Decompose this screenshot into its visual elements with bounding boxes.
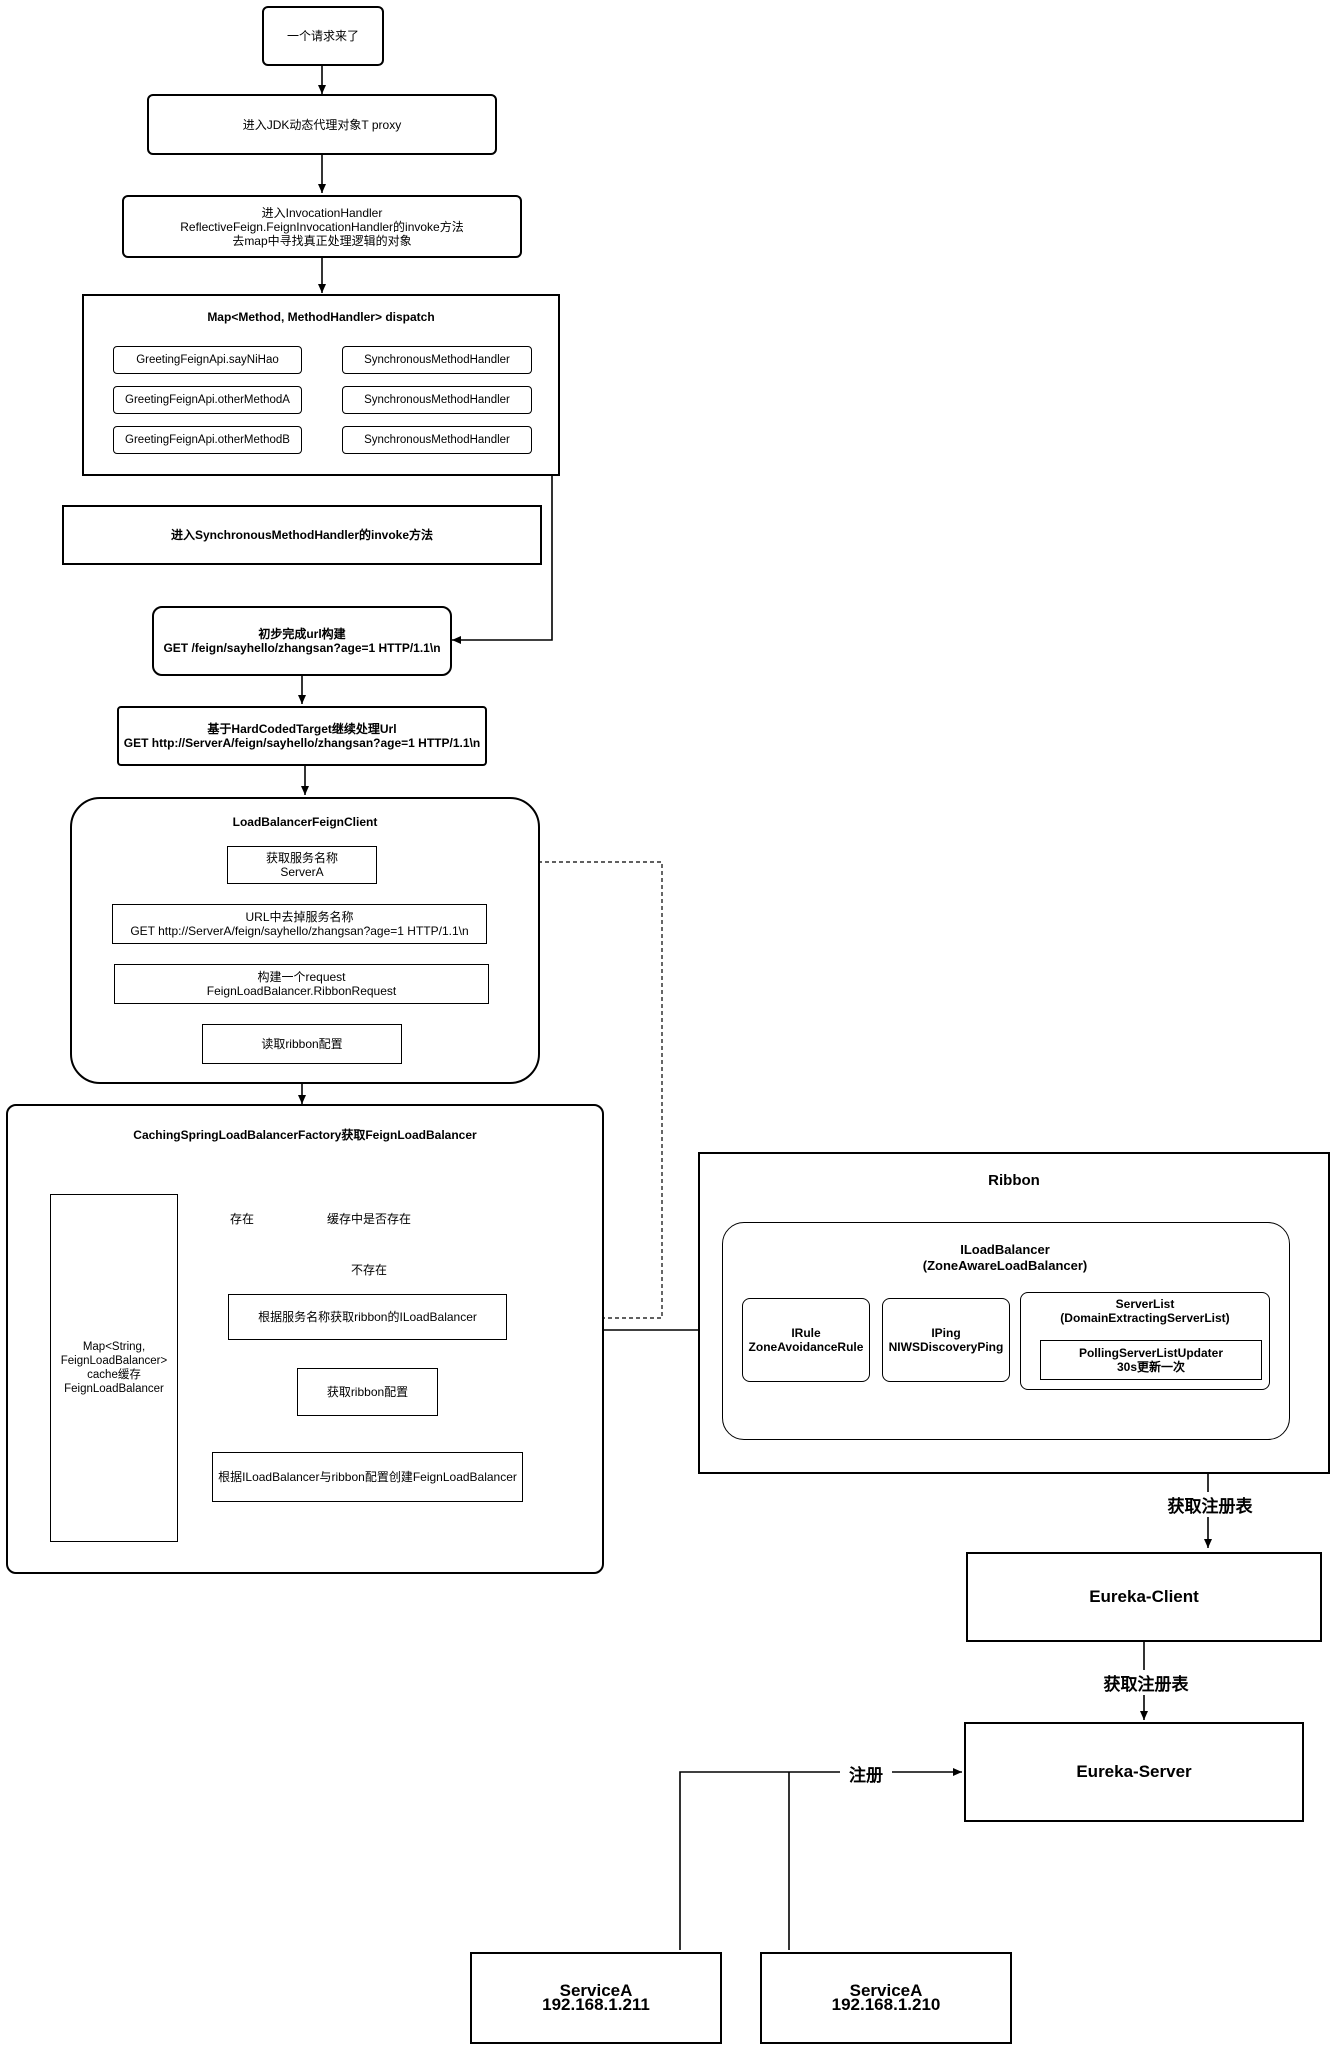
hardcoded-target-text: 基于HardCodedTarget继续处理Url GET http://Serv… (123, 722, 481, 750)
exists-label: 存在 (222, 1210, 262, 1227)
eureka-client-box: Eureka-Client (966, 1552, 1322, 1642)
service-a-box-2: ServiceA 192.168.1.210 (760, 1952, 1012, 2044)
service-a-name-2: ServiceA (849, 1981, 923, 2000)
jdk-proxy-box: 进入JDK动态代理对象T proxy (147, 94, 497, 155)
lb-feign-client-title: LoadBalancerFeignClient (232, 815, 378, 829)
not-exists-label: 不存在 (345, 1261, 393, 1278)
iloadbalancer-title: ILoadBalancer (ZoneAwareLoadBalancer) (922, 1242, 1088, 1273)
dispatch-method-1: GreetingFeignApi.otherMethodA (113, 386, 302, 414)
service-a-ip-1: 192.168.1.211 (542, 1995, 650, 2014)
cache-map-box: Map<String, FeignLoadBalancer> cache缓存 F… (50, 1194, 178, 1542)
dispatch-handler-1: SynchronousMethodHandler (342, 386, 532, 414)
factory-title: CachingSpringLoadBalancerFactory获取FeignL… (133, 1128, 477, 1142)
cache-check-decision: 缓存中是否存在 (326, 1211, 411, 1226)
service-a-box-1: ServiceA 192.168.1.211 (470, 1952, 722, 2044)
get-service-name-box: 获取服务名称 ServerA (227, 846, 377, 884)
jdk-proxy-text: 进入JDK动态代理对象T proxy (242, 117, 402, 132)
strip-service-name-box: URL中去掉服务名称 GET http://ServerA/feign/sayh… (112, 904, 487, 944)
register-label: 注册 (840, 1761, 892, 1786)
request-arrives-text: 一个请求来了 (286, 29, 359, 43)
service-a-name-1: ServiceA (559, 1981, 633, 2000)
url-build-text: 初步完成url构建 GET /feign/sayhello/zhangsan?a… (163, 627, 441, 655)
url-build-box: 初步完成url构建 GET /feign/sayhello/zhangsan?a… (152, 606, 452, 676)
fetch-registry-label-2: 获取注册表 (1096, 1670, 1196, 1695)
dispatch-map-title: Map<Method, MethodHandler> dispatch (207, 310, 435, 324)
dispatch-method-0: GreetingFeignApi.sayNiHao (113, 346, 302, 374)
sync-handler-invoke-box: 进入SynchronousMethodHandler的invoke方法 (62, 505, 542, 565)
dispatch-method-2: GreetingFeignApi.otherMethodB (113, 426, 302, 454)
invocation-handler-box: 进入InvocationHandler ReflectiveFeign.Feig… (122, 195, 522, 258)
invocation-handler-text: 进入InvocationHandler ReflectiveFeign.Feig… (180, 205, 464, 248)
create-flb-box: 根据ILoadBalancer与ribbon配置创建FeignLoadBalan… (212, 1452, 523, 1502)
iping-box: IPing NIWSDiscoveryPing (882, 1298, 1010, 1382)
eureka-server-box: Eureka-Server (964, 1722, 1304, 1822)
read-ribbon-config-box: 读取ribbon配置 (202, 1024, 402, 1064)
dispatch-handler-2: SynchronousMethodHandler (342, 426, 532, 454)
fetch-registry-label-1: 获取注册表 (1160, 1492, 1260, 1517)
ribbon-title: Ribbon (988, 1172, 1040, 1189)
get-iloadbalancer-box: 根据服务名称获取ribbon的ILoadBalancer (228, 1294, 507, 1340)
irule-box: IRule ZoneAvoidanceRule (742, 1298, 870, 1382)
request-arrives-box: 一个请求来了 (262, 6, 384, 66)
iloadbalancer-container (722, 1222, 1290, 1440)
get-ribbon-config-box: 获取ribbon配置 (297, 1368, 438, 1416)
build-request-box: 构建一个request FeignLoadBalancer.RibbonRequ… (114, 964, 489, 1004)
service-a-ip-2: 192.168.1.210 (831, 1995, 941, 2014)
updater-box: PollingServerListUpdater 30s更新一次 (1040, 1340, 1262, 1380)
hardcoded-target-box: 基于HardCodedTarget继续处理Url GET http://Serv… (117, 706, 487, 766)
sync-handler-invoke-text: 进入SynchronousMethodHandler的invoke方法 (170, 528, 434, 542)
dispatch-handler-0: SynchronousMethodHandler (342, 346, 532, 374)
